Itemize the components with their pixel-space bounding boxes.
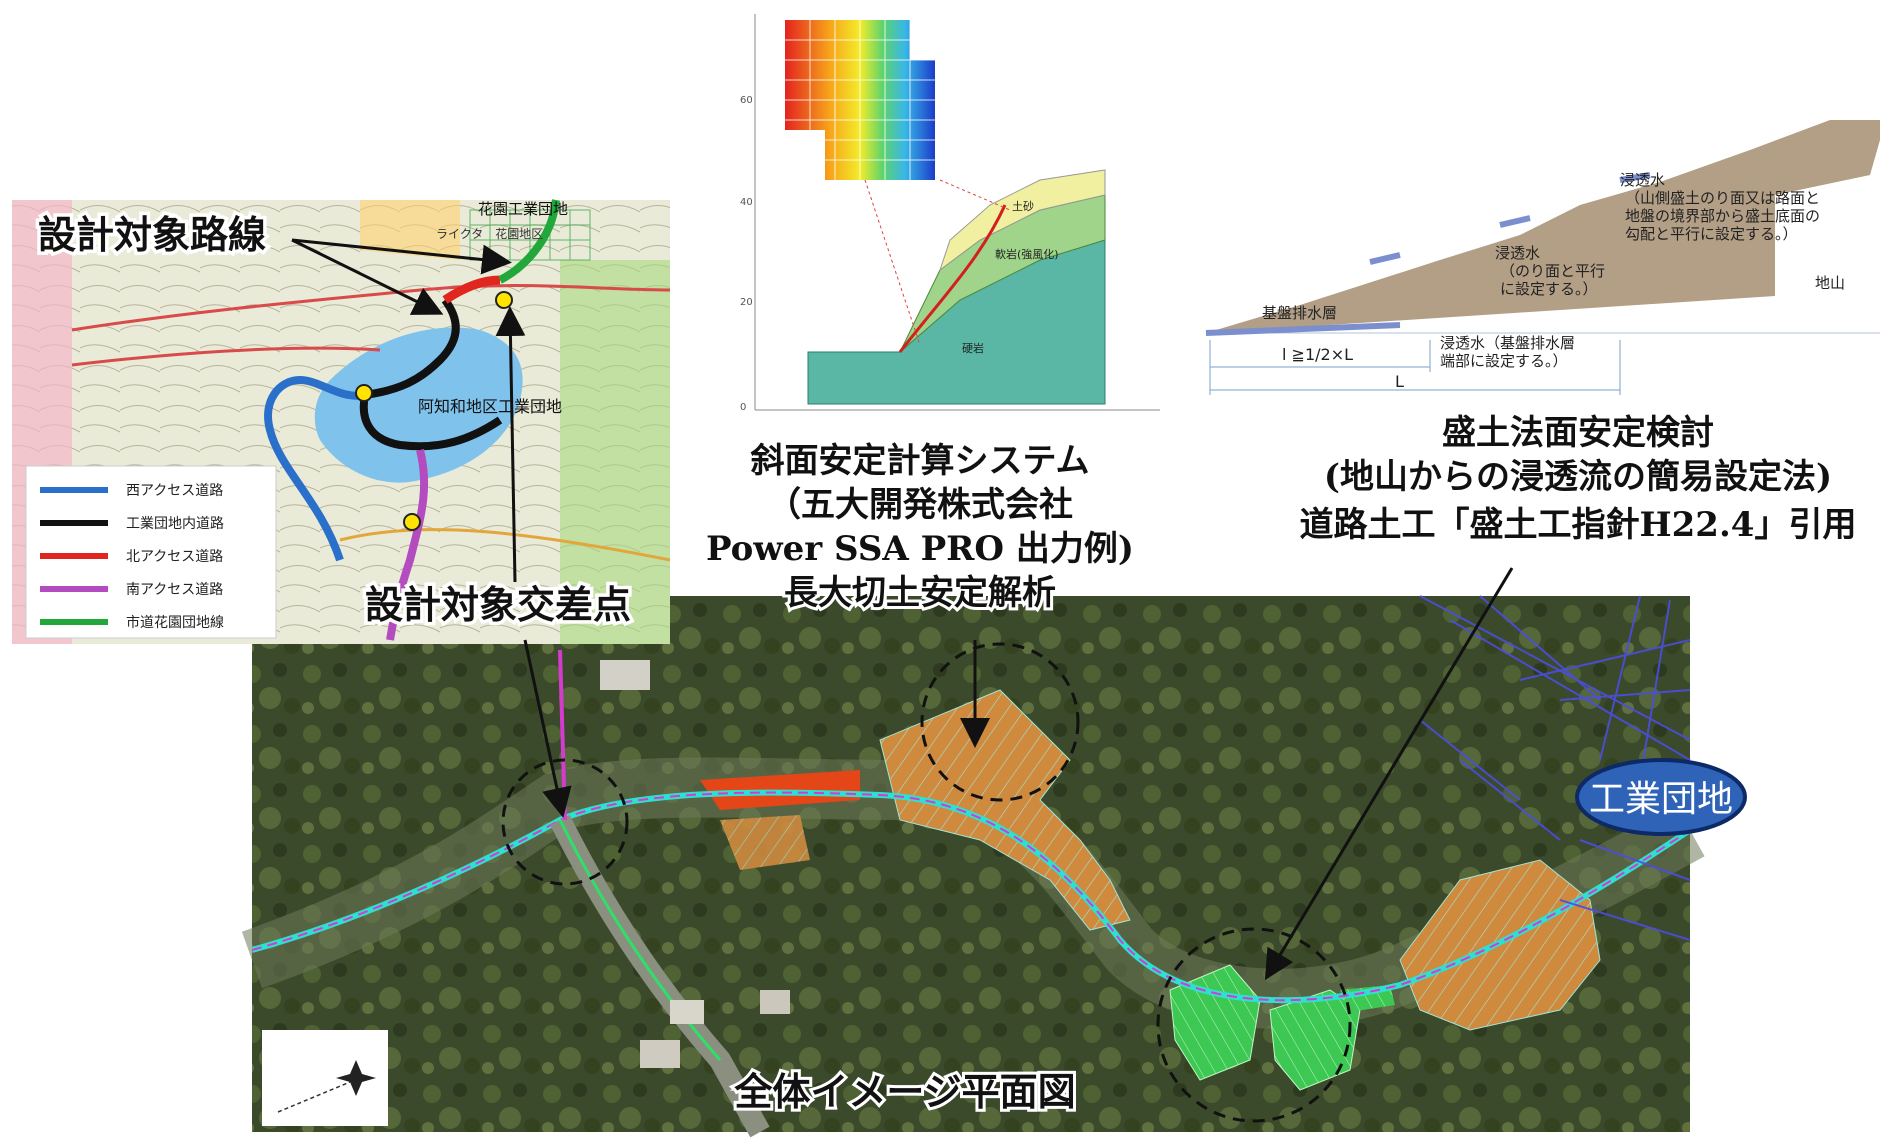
route-south-access: [386, 449, 429, 641]
seepage-3-line: 端部に設定する。）: [1440, 352, 1568, 370]
seepage-1-line: 地盤の境界部から盛土底面の: [1625, 207, 1820, 225]
topo-map: 花園工業団地 ライクタ 花園地区 阿知和地区工業団地 西アクセス道路工業団地内道…: [12, 199, 671, 644]
drain-layer-label: 基盤排水層: [1262, 304, 1337, 322]
seepage-text-2: 浸透水 （のり面と平行 に設定する。）: [1495, 244, 1610, 298]
seepage-1-line: 勾配と平行に設定する。）: [1625, 225, 1798, 243]
layer-soft-rock-label: 軟岩(強風化): [995, 247, 1059, 261]
seepage-text-1: 浸透水 （山側盛土のり面又は路面と 地盤の境界部から盛土底面の 勾配と平行に設定…: [1620, 171, 1825, 243]
embankment-title-block: 盛土法面安定検討 (地山からの浸透流の簡易設定法) 道路土工「盛土工指針H22.…: [1300, 413, 1857, 545]
y-tick: 0: [740, 402, 746, 413]
slope-stability-chart: 0 20 40 60 土砂 軟岩(強風化) 硬岩: [740, 14, 1160, 413]
industrial-park-badge: 工業団地: [1575, 758, 1747, 836]
seepage-3-line: 浸透水（基盤排水層: [1440, 334, 1575, 352]
seepage-text-3: 浸透水（基盤排水層 端部に設定する。）: [1440, 334, 1580, 370]
slope-title-1: 斜面安定計算システム: [751, 441, 1090, 481]
topo-label-achiwa: 阿知和地区工業団地: [418, 397, 562, 416]
embankment-section: 浸透水 （山側盛土のり面又は路面と 地盤の境界部から盛土底面の 勾配と平行に設定…: [1205, 120, 1880, 395]
embank-title-2: (地山からの浸透流の簡易設定法): [1324, 457, 1832, 497]
slope-title-block: 斜面安定計算システム （五大開発株式会社 Power SSA PRO 出力例) …: [706, 441, 1134, 616]
legend-label: 市道花園団地線: [126, 614, 224, 631]
seepage-2-line: 浸透水: [1495, 244, 1540, 262]
layer-hard-rock-label: 硬岩: [962, 341, 984, 355]
legend-label: 南アクセス道路: [126, 582, 223, 598]
y-tick: 40: [740, 197, 753, 208]
route-hanazono: [498, 199, 560, 284]
natural-ground-label: 地山: [1815, 274, 1845, 292]
industrial-park-label: 工業団地: [1589, 779, 1733, 820]
legend-label: 工業団地内道路: [126, 516, 224, 532]
layer-soil-label: 土砂: [1012, 200, 1034, 213]
route-park-internal: [359, 297, 503, 451]
design-intersection-label: 設計対象交差点: [365, 582, 631, 627]
design-route-label: 設計対象路線: [38, 212, 266, 257]
y-tick: 60: [740, 95, 753, 106]
compass-icon: [262, 1030, 388, 1126]
topo-label-hanazono-area: ライクタ 花園地区: [436, 226, 543, 241]
slope-title-4: 長大切土安定解析: [784, 573, 1056, 613]
slope-title-2: （五大開発株式会社: [767, 485, 1073, 525]
route-west-access: [264, 375, 366, 562]
slope-title-3: Power SSA PRO 出力例): [706, 529, 1134, 569]
dimension-large: L: [1395, 372, 1404, 391]
route-north-access: [442, 275, 501, 304]
topo-label-hanazono: 花園工業団地: [478, 200, 568, 218]
dimension-small: l ≧1/2×L: [1282, 345, 1353, 364]
planned-road: [251, 789, 1692, 1004]
reservoir: [314, 327, 523, 483]
seepage-2-line: （のり面と平行: [1500, 262, 1605, 280]
y-tick: 20: [740, 297, 753, 308]
legend-label: 西アクセス道路: [126, 483, 223, 499]
seepage-1-line: （山側盛土のり面又は路面と: [1625, 189, 1820, 207]
embank-title-1: 盛土法面安定検討: [1442, 413, 1714, 453]
embank-title-3: 道路土工「盛土工指針H22.4」引用: [1300, 505, 1857, 545]
legend-label: 北アクセス道路: [126, 549, 223, 565]
seepage-2-line: に設定する。）: [1500, 280, 1598, 298]
aerial-plan: [241, 595, 1705, 1138]
overall-plan-caption: 全体イメージ平面図: [733, 1069, 1075, 1114]
seepage-1-line: 浸透水: [1620, 171, 1665, 189]
